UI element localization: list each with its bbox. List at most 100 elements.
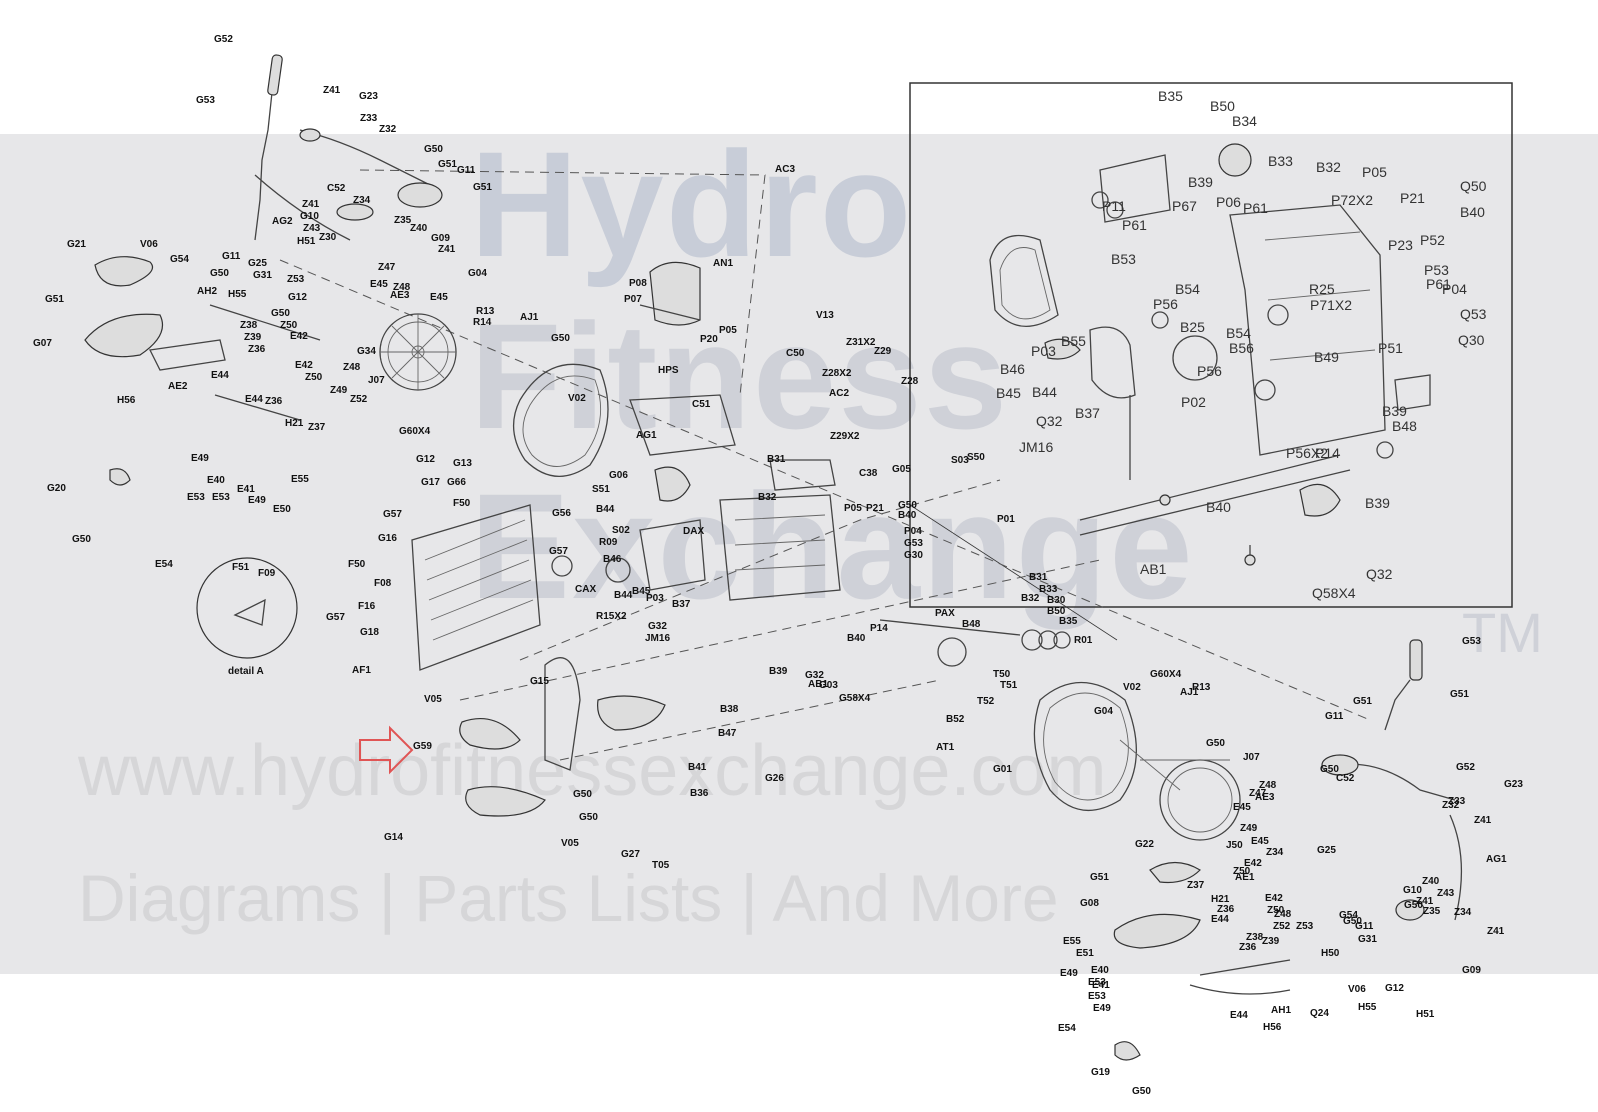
part-label-v06-224: V06 <box>1348 984 1366 995</box>
part-label-j07-60: J07 <box>368 375 385 386</box>
frame-rack-left <box>411 504 573 671</box>
part-label-b36-158: B36 <box>690 788 709 799</box>
part-label-g50-73: G50 <box>72 534 91 545</box>
part-label-v02-176: V02 <box>1123 682 1141 693</box>
part-label-b31-127: B31 <box>767 454 786 465</box>
inset-part-label-r25-22: R25 <box>1309 281 1335 297</box>
inset-part-label-b37-40: B37 <box>1075 405 1100 421</box>
part-label-e44-55: E44 <box>245 394 263 405</box>
part-label-g57-83: G57 <box>326 612 345 623</box>
part-label-z48-58: Z48 <box>343 362 361 373</box>
part-label-j07-181: J07 <box>1243 752 1260 763</box>
part-label-c51-118: C51 <box>692 399 711 410</box>
part-label-z30-20: Z30 <box>319 232 337 243</box>
part-label-s51-92: S51 <box>592 484 610 495</box>
part-label-ag1-117: AG1 <box>636 430 657 441</box>
part-label-z50-214: Z50 <box>1267 905 1285 916</box>
part-label-ac2-123: AC2 <box>829 388 849 399</box>
part-label-t52-171: T52 <box>977 696 995 707</box>
inset-part-label-b44-38: B44 <box>1032 384 1057 400</box>
part-label-e41-206: E41 <box>1092 980 1110 991</box>
part-label-e51-202: E51 <box>1076 948 1094 959</box>
part-label-b52-173: B52 <box>946 714 965 725</box>
part-label-hps-116: HPS <box>658 365 679 376</box>
part-label-r13-46: R13 <box>476 306 495 317</box>
part-label-b32-140: B32 <box>1021 593 1040 604</box>
inset-part-label-p56-26: P56 <box>1153 296 1178 312</box>
guide-line-main-axis <box>279 259 1371 721</box>
part-label-s50-137: S50 <box>967 452 985 463</box>
flywheel-main <box>379 313 457 391</box>
part-label-g50-131: G50 <box>898 500 917 511</box>
inset-part-label-p14-46: P14 <box>1315 445 1340 461</box>
inset-part-label-p71x2-24: P71X2 <box>1310 297 1352 313</box>
part-label-ae2-51: AE2 <box>168 381 188 392</box>
part-label-g31-27: G31 <box>253 270 272 281</box>
part-label-z53-28: Z53 <box>287 274 305 285</box>
part-label-g50-211: G50 <box>1132 1086 1151 1097</box>
part-label-g51-7: G51 <box>438 159 457 170</box>
part-label-e49-64: E49 <box>191 453 209 464</box>
part-label-z41-12: Z41 <box>302 199 320 210</box>
part-label-e54-209: E54 <box>1058 1023 1076 1034</box>
inset-mechanism <box>989 143 1431 566</box>
part-label-r13-178: R13 <box>1192 682 1211 693</box>
part-label-z35-14: Z35 <box>394 215 412 226</box>
part-label-f50-88: F50 <box>453 498 471 509</box>
part-label-ah1-222: AH1 <box>1271 1005 1291 1016</box>
watermark-brand-line2: Fitness <box>470 292 1010 460</box>
inset-part-label-q32-50: Q32 <box>1366 566 1393 582</box>
part-label-e54-74: E54 <box>155 559 173 570</box>
part-label-z52-216: Z52 <box>1273 921 1291 932</box>
part-label-z32-246: Z32 <box>1442 800 1460 811</box>
inset-part-label-q50-6: Q50 <box>1460 178 1487 194</box>
part-label-g10-13: G10 <box>300 211 319 222</box>
part-label-g56-89: G56 <box>552 508 571 519</box>
part-label-ab1-154: AB1 <box>808 679 828 690</box>
part-label-p03-99: P03 <box>646 593 664 604</box>
inset-part-label-b53-18: B53 <box>1111 251 1136 267</box>
inset-part-label-b39-48: B39 <box>1365 495 1390 511</box>
part-label-b30-142: B30 <box>1047 595 1066 606</box>
part-label-b46-96: B46 <box>603 554 622 565</box>
part-label-z29x2-124: Z29X2 <box>830 431 860 442</box>
inset-part-label-b49-33: B49 <box>1314 349 1339 365</box>
part-label-e42-192: E42 <box>1244 858 1262 869</box>
inset-part-label-q53-25: Q53 <box>1460 306 1487 322</box>
part-label-z38-40: Z38 <box>240 320 258 331</box>
part-label-g31-228: G31 <box>1358 934 1377 945</box>
part-label-ac3-115: AC3 <box>775 164 795 175</box>
part-label-e40-65: E40 <box>207 475 225 486</box>
part-label-g20-72: G20 <box>47 483 66 494</box>
part-label-z41-21: Z41 <box>438 244 456 255</box>
part-label-z40-236: Z40 <box>1422 876 1440 887</box>
inset-part-label-p05-5: P05 <box>1362 164 1387 180</box>
inset-part-label-p61-15: P61 <box>1122 217 1147 233</box>
part-label-e53-207: E53 <box>1088 991 1106 1002</box>
part-label-g12-76: G12 <box>416 454 435 465</box>
flywheel-right <box>1033 681 1241 841</box>
part-label-g30-135: G30 <box>904 550 923 561</box>
part-label-b40-149: B40 <box>847 633 866 644</box>
part-label-h21-195: H21 <box>1211 894 1230 905</box>
main-label-layer: G52G53Z41G23Z33Z32G50G51G11G51C52Z34Z41G… <box>33 34 1523 1097</box>
foot-pedal-center <box>459 657 666 817</box>
inset-part-label-b46-35: B46 <box>1000 361 1025 377</box>
part-label-p07-110: P07 <box>624 294 642 305</box>
part-label-e45-185: E45 <box>1233 802 1251 813</box>
part-label-h50-229: H50 <box>1321 948 1340 959</box>
part-label-g51-9: G51 <box>473 182 492 193</box>
part-label-g07-49: G07 <box>33 338 52 349</box>
inset-part-label-p51-30: P51 <box>1378 340 1403 356</box>
part-label-z41-243: Z41 <box>1474 815 1492 826</box>
part-label-ae1-193: AE1 <box>1235 872 1255 883</box>
foot-pedal-left <box>84 256 321 486</box>
inset-part-label-q58x4-51: Q58X4 <box>1312 585 1356 601</box>
inset-part-label-jm16-44: JM16 <box>1019 439 1053 455</box>
part-label-g13-86: G13 <box>453 458 472 469</box>
part-label-g50-179: G50 <box>1206 738 1225 749</box>
part-label-g53-1: G53 <box>196 95 215 106</box>
inset-part-label-b50-1: B50 <box>1210 98 1235 114</box>
part-label-p14-148: P14 <box>870 623 888 634</box>
part-label-z28-121: Z28 <box>901 376 919 387</box>
